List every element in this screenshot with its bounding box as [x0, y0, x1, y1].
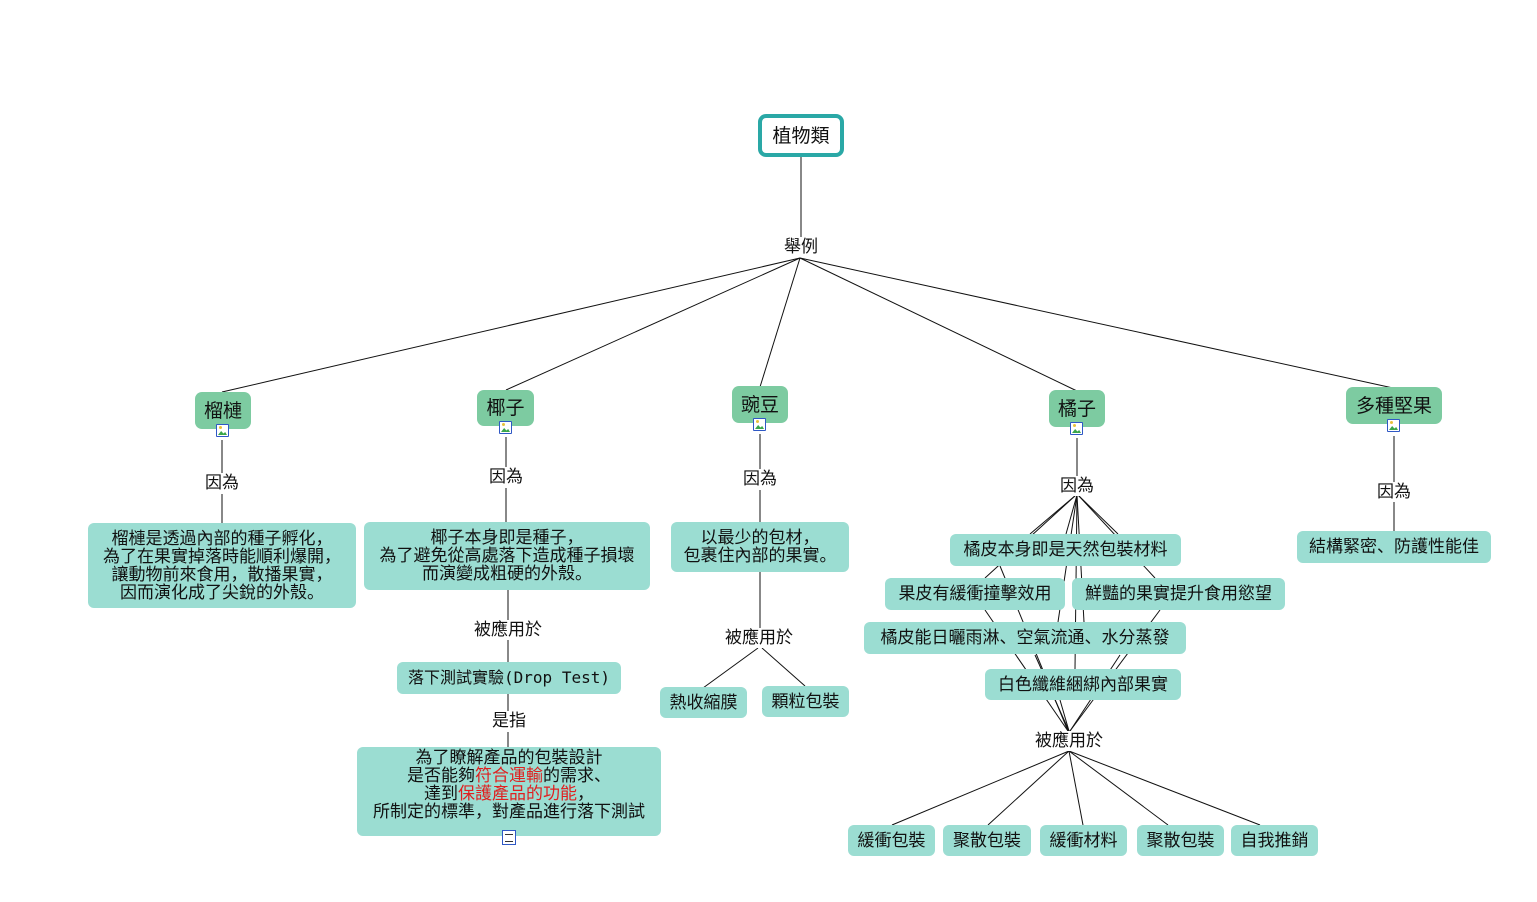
link-label-applied: 被應用於 [723, 628, 795, 648]
text-line: 而演變成粗硬的外殼。 [422, 564, 592, 584]
link-label-because: 因為 [1058, 476, 1096, 496]
link-label-because: 因為 [203, 473, 241, 493]
link-label-because: 因為 [741, 469, 779, 489]
fruit-node-durian[interactable]: 榴槤 [195, 392, 251, 429]
concept-orange-white-fiber[interactable]: 白色纖維綑綁內部果實 [985, 669, 1181, 700]
text-line: 為了瞭解產品的包裝設計 [415, 747, 603, 768]
concept-pea-app[interactable]: 熱收縮膜 [660, 687, 747, 718]
text-segment: 的需求、 [543, 765, 611, 786]
link-label-because: 因為 [487, 467, 525, 487]
text-segment: ， [577, 783, 594, 804]
image-icon[interactable] [1070, 422, 1083, 435]
fruit-node-coconut[interactable]: 椰子 [477, 390, 534, 426]
concept-durian-reason[interactable]: 榴槤是透過內部的種子孵化， 為了在果實掉落時能順利爆開， 讓動物前來食用，散播果… [88, 523, 356, 608]
link-label-example: 舉例 [782, 237, 820, 257]
image-icon[interactable] [1387, 419, 1400, 432]
text-line: 是否能夠符合運輸的需求、 [407, 767, 611, 785]
concept-orange-app[interactable]: 緩衝材料 [1040, 825, 1127, 856]
text-segment: 達到 [424, 783, 458, 804]
highlight-text: 符合運輸 [475, 765, 543, 786]
text-line: 達到保護產品的功能， [424, 785, 594, 803]
link-label-applied: 被應用於 [472, 620, 544, 640]
highlight-text: 保護產品的功能 [458, 783, 577, 804]
concept-orange-app[interactable]: 緩衝包裝 [848, 825, 935, 856]
link-label-applied: 被應用於 [1033, 731, 1105, 751]
text-line: 包裹住內部的果實。 [683, 546, 837, 566]
text-line: 椰子本身即是種子， [430, 528, 584, 548]
text-line: 為了避免從高處落下造成種子損壞 [379, 546, 635, 566]
concept-nuts-reason[interactable]: 結構緊密、防護性能佳 [1297, 531, 1491, 563]
image-icon[interactable] [499, 421, 512, 434]
concept-pea-app[interactable]: 顆粒包裝 [762, 686, 849, 717]
document-icon[interactable] [502, 830, 516, 845]
text-segment: 是否能夠 [407, 765, 475, 786]
concept-drop-test-definition[interactable]: 為了瞭解產品的包裝設計 是否能夠符合運輸的需求、 達到保護產品的功能， 所制定的… [357, 747, 661, 836]
concept-orange-peel-cushion[interactable]: 果皮有緩衝撞擊效用 [885, 578, 1065, 610]
text-line: 以最少的包材， [700, 528, 820, 548]
fruit-node-orange[interactable]: 橘子 [1049, 390, 1105, 427]
text-line: 因而演化成了尖銳的外殼。 [120, 582, 324, 603]
concept-orange-peel-weather[interactable]: 橘皮能日曬雨淋、空氣流通、水分蒸發 [864, 622, 1186, 654]
text-line: 讓動物前來食用，散播果實， [111, 564, 333, 585]
text-line: 榴槤是透過內部的種子孵化， [111, 528, 333, 549]
link-label-because: 因為 [1375, 482, 1413, 502]
concept-orange-app[interactable]: 聚散包裝 [1137, 825, 1224, 856]
concept-drop-test[interactable]: 落下測試實驗(Drop Test) [397, 662, 621, 694]
text-line: 為了在果實掉落時能順利爆開， [103, 546, 341, 567]
concept-coconut-reason[interactable]: 椰子本身即是種子， 為了避免從高處落下造成種子損壞 而演變成粗硬的外殼。 [364, 522, 650, 590]
image-icon[interactable] [216, 424, 229, 437]
concept-orange-app[interactable]: 聚散包裝 [943, 825, 1031, 856]
fruit-node-pea[interactable]: 豌豆 [732, 386, 788, 423]
image-icon[interactable] [753, 418, 766, 431]
root-concept-node[interactable]: 植物類 [758, 114, 844, 157]
concept-pea-reason[interactable]: 以最少的包材， 包裹住內部的果實。 [671, 522, 849, 572]
concept-orange-app[interactable]: 自我推銷 [1231, 825, 1318, 856]
link-label-means: 是指 [490, 711, 528, 731]
fruit-node-nuts[interactable]: 多種堅果 [1346, 387, 1442, 424]
concept-orange-bright-fruit[interactable]: 鮮豔的果實提升食用慾望 [1072, 578, 1285, 610]
concept-orange-peel-natural[interactable]: 橘皮本身即是天然包裝材料 [950, 534, 1181, 566]
text-line: 所制定的標準，對產品進行落下測試 [373, 801, 645, 822]
